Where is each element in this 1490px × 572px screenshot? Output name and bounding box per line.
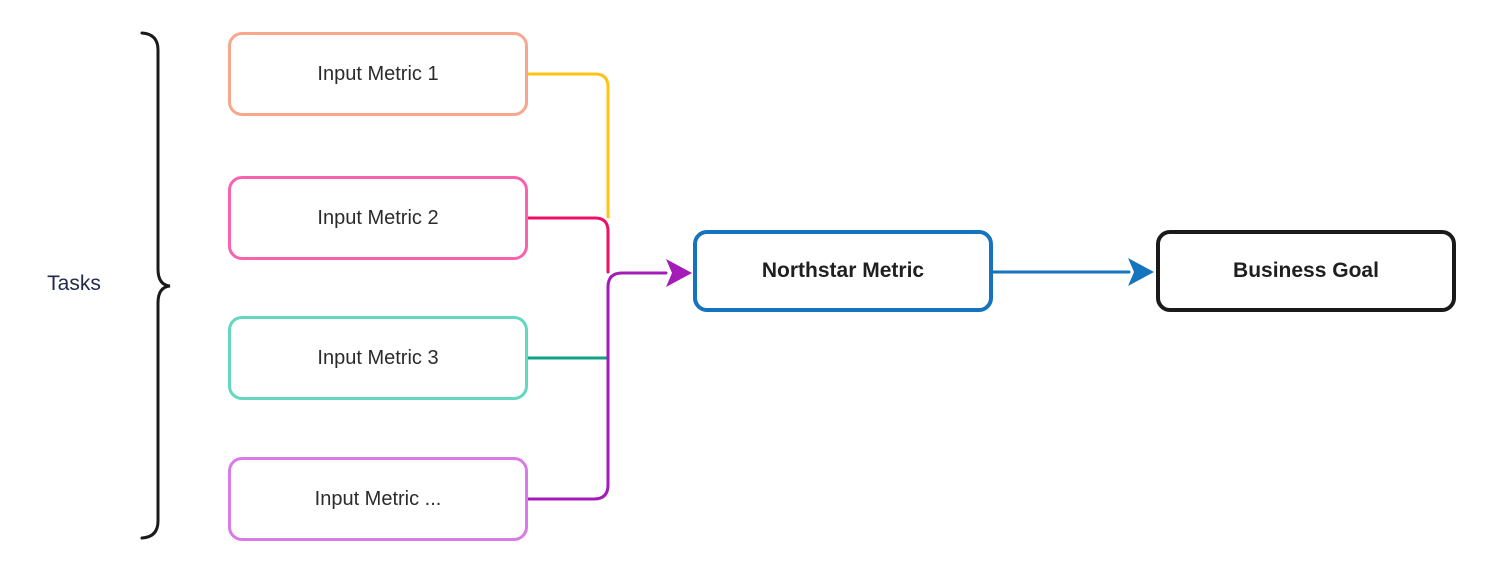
output-arrowhead-icon xyxy=(1128,258,1154,286)
connector-input-2 xyxy=(526,216,610,274)
node-business-goal: Business Goal xyxy=(1156,230,1456,312)
node-input-metric-3: Input Metric 3 xyxy=(228,316,528,400)
node-input-metric-2-label: Input Metric 2 xyxy=(317,206,439,229)
node-input-metric-1-label: Input Metric 1 xyxy=(317,62,439,85)
connector-input-4 xyxy=(526,271,668,501)
node-input-metric-1: Input Metric 1 xyxy=(228,32,528,116)
node-northstar-metric-label: Northstar Metric xyxy=(761,259,925,282)
node-input-metric-etc: Input Metric ... xyxy=(228,457,528,541)
node-input-metric-etc-label: Input Metric ... xyxy=(314,487,442,510)
node-business-goal-label: Business Goal xyxy=(1233,259,1379,282)
merge-arrowhead-icon xyxy=(666,259,692,287)
node-northstar-metric: Northstar Metric xyxy=(693,230,993,312)
curly-brace xyxy=(140,31,171,540)
tasks-label: Tasks xyxy=(47,272,101,295)
node-input-metric-3-label: Input Metric 3 xyxy=(317,346,439,369)
node-input-metric-2: Input Metric 2 xyxy=(228,176,528,260)
connector-input-1 xyxy=(526,72,610,219)
